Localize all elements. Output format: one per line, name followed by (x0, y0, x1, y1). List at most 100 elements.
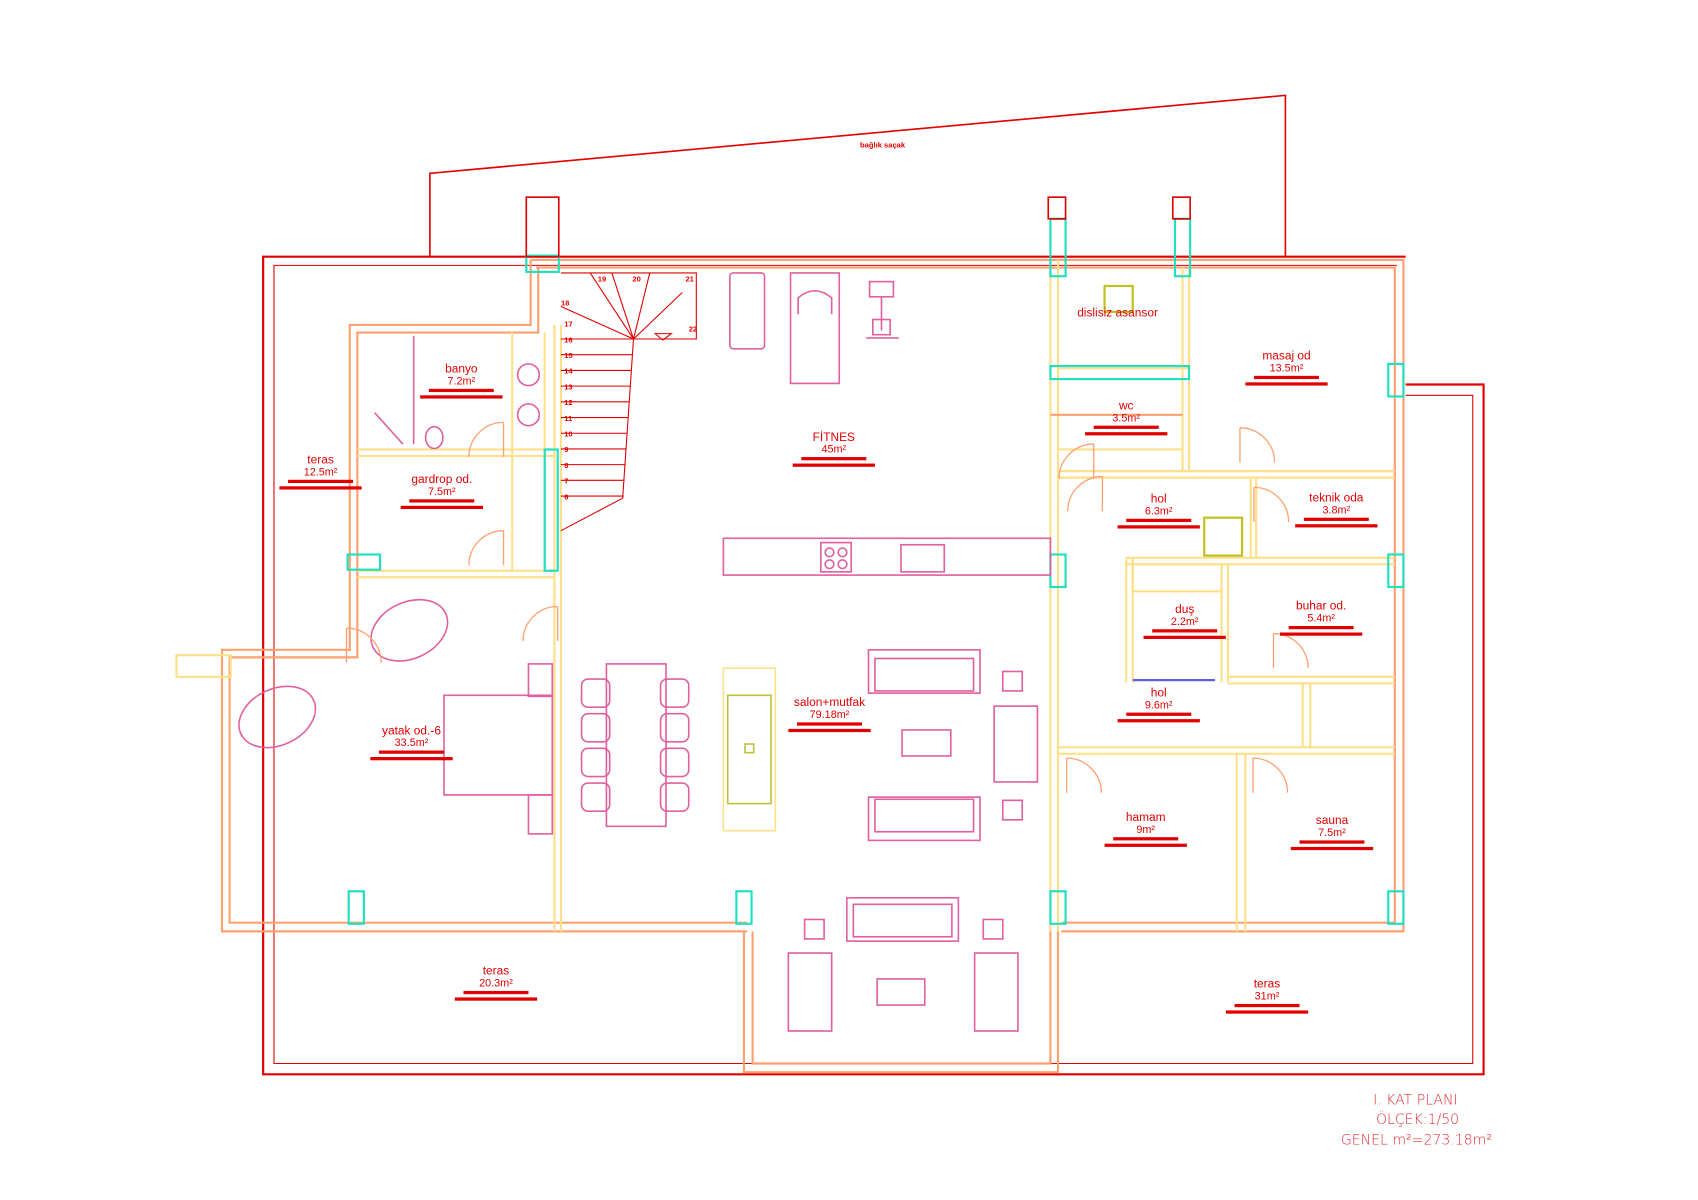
dining-chair (659, 782, 690, 812)
treadmill (789, 272, 841, 385)
door-swing (1066, 757, 1102, 793)
room-name: buhar od. (1296, 599, 1346, 613)
room-area: 7.5m² (428, 486, 456, 498)
door-swing (468, 530, 505, 566)
floor-note (400, 505, 483, 510)
title-block: I. KAT PLANI ÖLÇEK:1/50 GENEL m²=273.18m… (1341, 1093, 1492, 1149)
floor-note (1225, 1010, 1309, 1014)
room-area: 79.18m² (810, 709, 850, 721)
floor-note (370, 757, 453, 761)
interior-partitions (357, 259, 1395, 932)
floor-note (1254, 375, 1319, 380)
plan-total-area: GENEL m²=273.18m² (1341, 1133, 1492, 1149)
technical-box (1203, 516, 1244, 557)
room-name: sauna (1316, 813, 1349, 827)
floor-note (1295, 524, 1378, 528)
floor-note (409, 499, 475, 503)
stair-step-number: 12 (564, 398, 572, 407)
door-swing (1253, 486, 1290, 523)
furniture (238, 272, 1052, 1032)
door-swing (1252, 757, 1289, 793)
room-label-yatak: yatak od.-633.5m² (370, 723, 453, 761)
room-area: 3.8m² (1322, 504, 1350, 516)
floor-note (1143, 635, 1226, 639)
stair-step-number: 18 (561, 298, 569, 307)
plan-title: I. KAT PLANI (1373, 1093, 1458, 1109)
room-area: 3.5m² (1112, 412, 1140, 424)
stair-step-number: 19 (598, 275, 606, 284)
floor-note (454, 997, 538, 1001)
door-swing (345, 627, 382, 663)
floor-note (463, 990, 529, 995)
stair-step-number: 16 (564, 335, 572, 344)
room-name: hamam (1126, 810, 1166, 824)
dining-chair (580, 712, 611, 743)
room-name: teras (307, 453, 334, 467)
door-swing (1272, 632, 1309, 669)
room-name: yatak od.-6 (382, 723, 441, 737)
doors (345, 421, 1309, 793)
floor-note (1303, 517, 1369, 521)
floor-note (1152, 629, 1218, 633)
room-name: salon+mutfak (794, 695, 865, 709)
room-name: hol (1151, 492, 1167, 506)
floor-note (1245, 382, 1328, 386)
floor-note (1126, 712, 1192, 716)
dining-chair (659, 747, 690, 778)
room-area: 45m² (822, 444, 847, 456)
stair-step-number: 17 (564, 320, 572, 329)
room-area: 9m² (1136, 824, 1155, 836)
room-area: 6.3m² (1145, 505, 1173, 517)
stair-step-number: 13 (564, 382, 572, 391)
room-name: masaj od (1262, 349, 1310, 363)
floor-note (1104, 843, 1187, 847)
room-name: hol (1151, 685, 1167, 699)
room-area: 13.5m² (1270, 363, 1304, 375)
room-name: banyo (445, 362, 478, 376)
bathtub (370, 598, 449, 662)
floor-note (1085, 432, 1168, 436)
exterior-walls (175, 258, 1405, 1074)
dining-chair (580, 782, 611, 812)
stair-step-number: 22 (689, 324, 697, 333)
room-area: 12.5m² (304, 466, 338, 478)
room-name: FİTNES (813, 430, 855, 444)
floor-note (1126, 518, 1192, 523)
exercise-bike (866, 280, 899, 339)
sofa-bottom (846, 896, 960, 942)
plan-scale: ÖLÇEK:1/50 (1376, 1111, 1459, 1128)
stair-step-number: 11 (564, 414, 572, 423)
door-swing (1067, 475, 1104, 512)
floor-note (1117, 525, 1200, 529)
kitchen-counter (722, 537, 1052, 576)
floor-note (792, 463, 875, 467)
stair-step-number: 7 (564, 477, 568, 486)
stair-step-number: 20 (632, 275, 640, 284)
room-name: duş (1175, 602, 1194, 616)
floor-note (1234, 1003, 1300, 1008)
bed (443, 694, 554, 796)
floor-note (797, 722, 862, 726)
stair-step-number: 14 (564, 367, 573, 376)
room-area: 33.5m² (395, 737, 429, 749)
terrace-parapet (262, 255, 1485, 1076)
room-label-asansor: dislisiz asansor (1077, 305, 1158, 319)
elevator-cabin (1103, 284, 1134, 314)
room-area: 31m² (1255, 991, 1280, 1003)
dining-chair (580, 747, 611, 778)
room-name: teknik oda (1309, 490, 1364, 504)
roof-eaves (429, 94, 1287, 257)
sofa-mid (867, 796, 981, 842)
door-swing (1058, 443, 1095, 479)
room-name: gardrop od. (411, 472, 472, 486)
floor-note (288, 479, 354, 484)
